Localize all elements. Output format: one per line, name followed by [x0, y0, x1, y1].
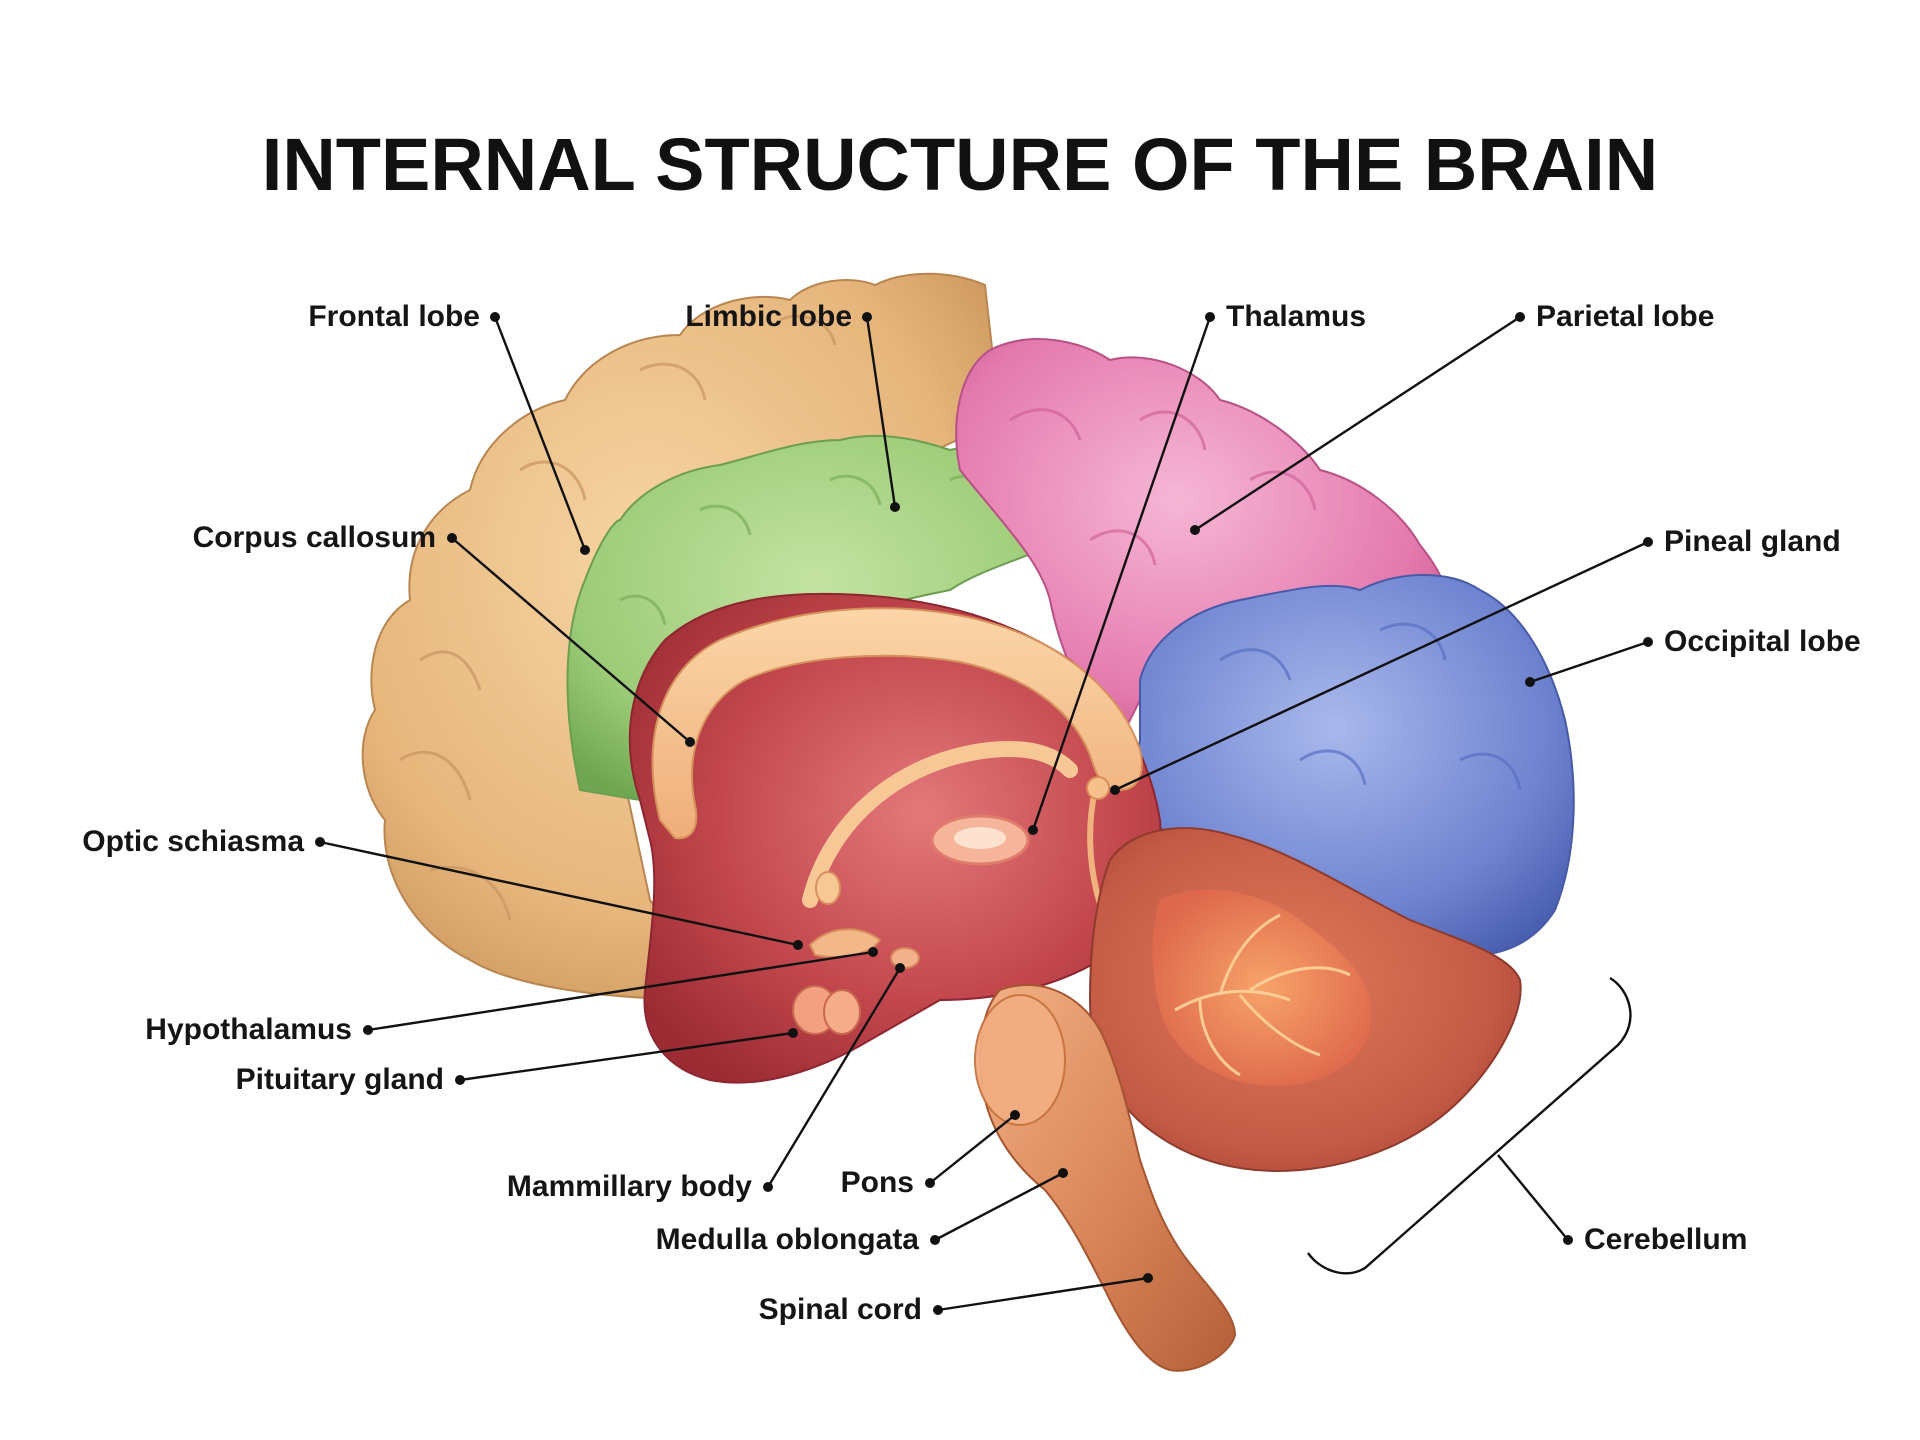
leader-lines [315, 312, 1653, 1315]
label-mammillary-body: Mammillary body [507, 1170, 752, 1203]
page-title: INTERNAL STRUCTURE OF THE BRAIN [262, 123, 1658, 206]
arbor-vitae-branches [1174, 913, 1351, 1077]
label-optic-schiasma: Optic schiasma [82, 825, 304, 858]
label-pons: Pons [841, 1166, 914, 1199]
pineal-gland-structure [1086, 776, 1110, 800]
pituitary-gland-structure [792, 985, 861, 1035]
brain-illustration [361, 272, 1575, 1372]
pons-structure [974, 994, 1066, 1126]
fornix-arch [802, 741, 1078, 908]
label-medulla-oblongata: Medulla oblongata [656, 1223, 920, 1256]
label-thalamus: Thalamus [1226, 300, 1366, 333]
label-occipital-lobe: Occipital lobe [1664, 625, 1861, 658]
label-frontal-lobe: Frontal lobe [308, 300, 480, 333]
label-corpus-callosum: Corpus callosum [193, 521, 436, 554]
label-cerebellum: Cerebellum [1584, 1223, 1747, 1256]
hypothalamus-structure [808, 928, 882, 958]
label-pituitary-gland: Pituitary gland [236, 1063, 444, 1096]
parietal-gyri [1009, 408, 1317, 566]
mammillary-body-structure [890, 947, 920, 969]
label-pineal-gland: Pineal gland [1664, 525, 1841, 558]
thalamus-highlight [954, 827, 1006, 849]
label-parietal-lobe: Parietal lobe [1536, 300, 1714, 333]
optic-chiasm-structure [815, 871, 841, 905]
occipital-gyri [1219, 622, 1522, 791]
labels: Frontal lobe Limbic lobe Thalamus Pariet… [82, 300, 1860, 1326]
label-hypothalamus: Hypothalamus [145, 1013, 352, 1046]
label-limbic-lobe: Limbic lobe [685, 300, 852, 333]
label-spinal-cord: Spinal cord [759, 1293, 922, 1326]
